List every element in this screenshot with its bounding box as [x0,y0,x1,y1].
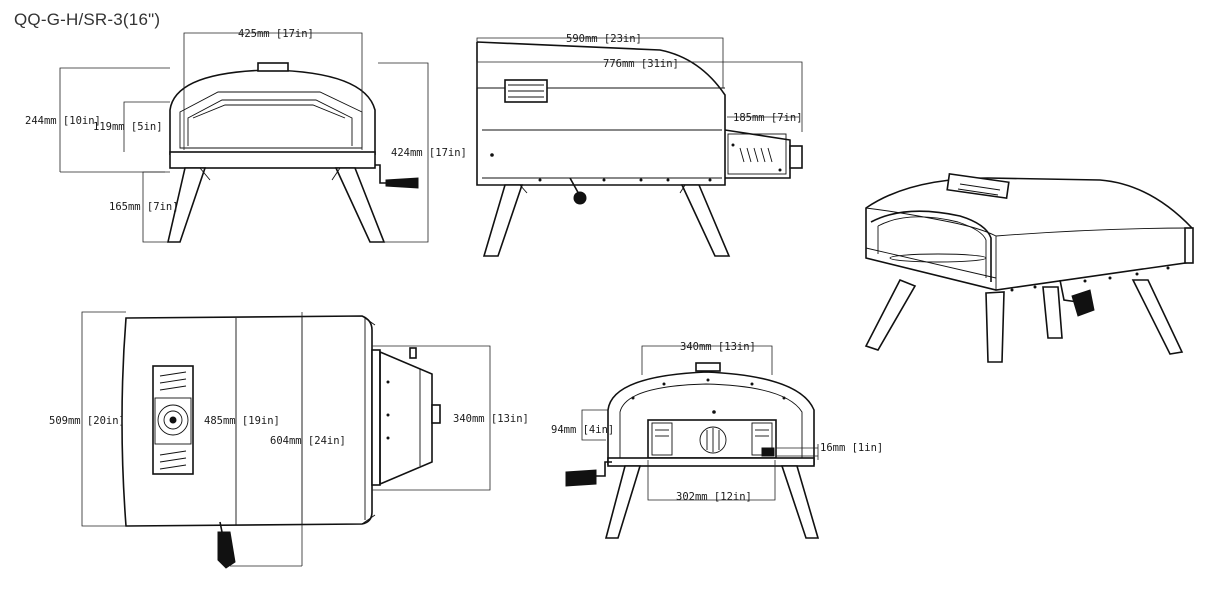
dimension-labels: 425mm [17in] 244mm [10in] 119mm [5in] 42… [25,28,883,503]
dim-top-width: 509mm [20in] [49,415,125,427]
dim-burner-height: 185mm [7in] [733,112,803,124]
isometric-view [864,172,1194,363]
dim-burner-depth: 340mm [13in] [453,413,529,425]
dim-side-total: 776mm [31in] [603,58,679,70]
top-view [81,311,491,569]
dim-top-depth: 604mm [24in] [270,435,346,447]
front-view [59,32,429,243]
dim-leg-height: 165mm [7in] [109,201,179,213]
dim-rear-small-height: 94mm [4in] [551,424,614,436]
rear-view [565,345,820,539]
dim-front-height: 244mm [10in] [25,115,101,127]
dim-rear-width: 340mm [13in] [680,341,756,353]
dim-rear-lower-width: 302mm [12in] [676,491,752,503]
dim-top-inner: 485mm [19in] [204,415,280,427]
model-label: QQ-G-H/SR-3(16") [14,10,161,29]
dim-opening-height: 119mm [5in] [93,121,163,133]
dim-rear-thickness: 16mm [1in] [820,442,883,454]
dim-total-height: 424mm [17in] [391,147,467,159]
dim-front-width: 425mm [17in] [238,28,314,40]
dim-side-body: 590mm [23in] [566,33,642,45]
side-view [476,37,803,257]
